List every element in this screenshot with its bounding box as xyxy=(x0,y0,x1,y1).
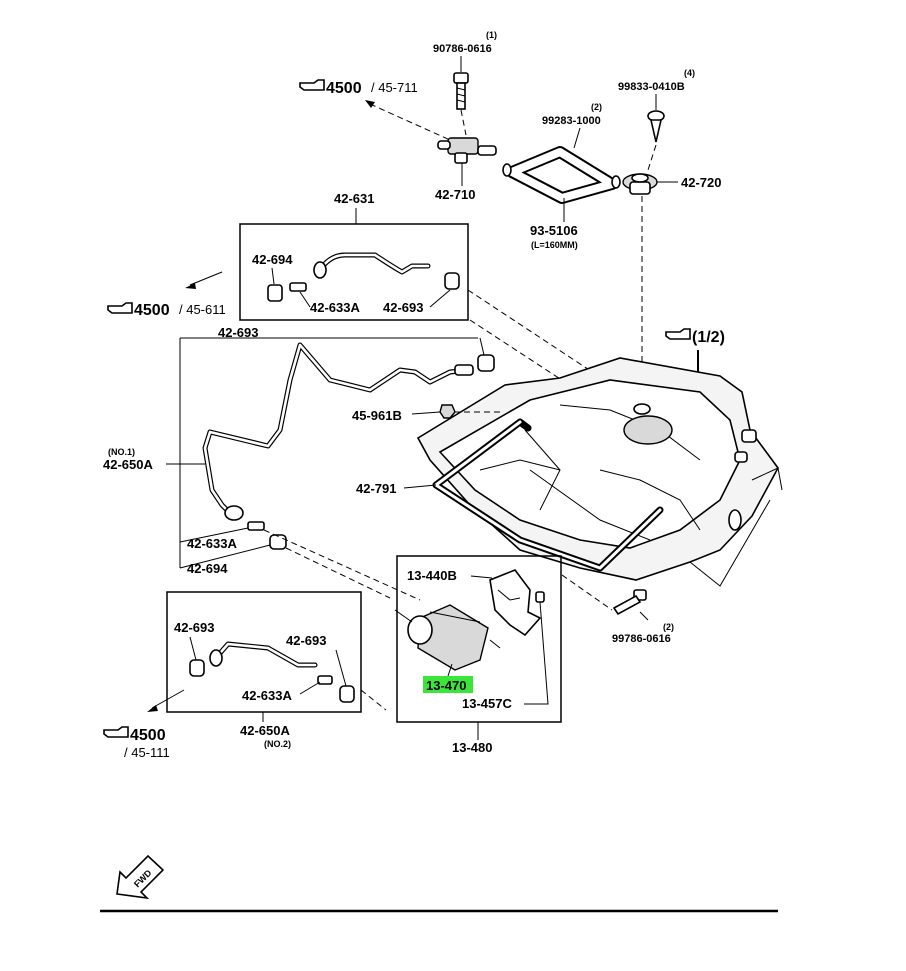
filter-highlight xyxy=(423,676,473,693)
cap-label: 42-720 xyxy=(681,175,721,190)
clip-label: 45-961B xyxy=(352,408,402,423)
box1-grommet xyxy=(267,284,283,302)
ref-mid-sub: / 45-611 xyxy=(179,302,226,317)
box1-clip xyxy=(289,282,307,292)
main-grommet-694 xyxy=(269,534,287,550)
main-clip-633a xyxy=(247,521,265,531)
bracket-label: 13-440B xyxy=(407,568,457,583)
pipe-42-650a-no1 xyxy=(202,342,474,521)
bolt-top-part: 90786-0616 xyxy=(433,43,492,55)
box-13-480 xyxy=(396,555,562,723)
box3-cap xyxy=(339,685,355,703)
screw-part: 99833-0410B xyxy=(618,81,685,93)
pointing-hand-icon xyxy=(299,79,325,91)
hose-length: (L=160MM) xyxy=(531,240,578,250)
valve-label: 42-710 xyxy=(435,187,475,202)
filter-label: 13-470 xyxy=(426,678,466,693)
bolt-99786-0616 xyxy=(612,589,647,616)
no1-label: (NO.1) xyxy=(108,447,135,457)
main-cap-693 xyxy=(477,354,495,372)
ref-top-sub: / 45-711 xyxy=(371,80,418,95)
screw-qty: (4) xyxy=(684,68,695,78)
box-42-650a-no2 xyxy=(166,591,362,713)
ref-bot-sub: / 45-111 xyxy=(124,745,170,760)
box3-label-693a: 42-693 xyxy=(174,620,214,635)
box3-clip xyxy=(317,675,333,685)
main-label-633a: 42-633A xyxy=(187,536,237,551)
fuel-tank xyxy=(416,357,783,587)
pointing-hand-icon xyxy=(107,302,133,314)
box3-grommet xyxy=(189,659,205,677)
box1-label-694: 42-694 xyxy=(252,252,293,267)
bolt-bot-part: 99786-0616 xyxy=(612,633,671,645)
ref-bot-main: 4500 xyxy=(130,727,166,744)
screw-99833-0410b xyxy=(647,110,665,143)
check-valve-42-710 xyxy=(437,137,497,164)
fwd-arrow-icon: FWD xyxy=(116,854,165,900)
box1-label-693: 42-693 xyxy=(383,300,423,315)
filler-cap-42-720 xyxy=(622,173,658,195)
pipe-650a-label: 42-650A xyxy=(103,457,153,472)
strap-42-791 xyxy=(432,418,664,572)
clamp-label: 13-457C xyxy=(462,696,512,711)
bracket-13-440b xyxy=(489,569,545,637)
pipe-42-650a-no2 xyxy=(209,641,318,668)
hose-93-5106 xyxy=(502,146,621,204)
ref-top-main: 4500 xyxy=(326,80,362,97)
strap-label: 42-791 xyxy=(356,481,396,496)
pointing-hand-icon xyxy=(103,726,129,738)
fuel-filter-13-470 xyxy=(394,604,501,671)
hose-clip-qty: (2) xyxy=(591,102,602,112)
ref-mid-main: 4500 xyxy=(134,302,170,319)
box3-label-633a: 42-633A xyxy=(242,688,292,703)
main-label-693: 42-693 xyxy=(218,325,258,340)
main-label-694: 42-694 xyxy=(187,561,228,576)
hose-clip-part: 99283-1000 xyxy=(542,115,601,127)
box1-title: 42-631 xyxy=(334,191,374,206)
bolt-90786-0616 xyxy=(453,72,469,110)
hose-part: 93-5106 xyxy=(530,223,578,238)
box3-label-650a: 42-650A xyxy=(240,723,290,738)
pointing-hand-icon xyxy=(665,328,691,340)
assy-label: 13-480 xyxy=(452,740,492,755)
bolt-bot-qty: (2) xyxy=(663,622,674,632)
half-ref: (1/2) xyxy=(692,329,725,346)
pipe-42-631 xyxy=(313,252,431,279)
bolt-top-qty: (1) xyxy=(486,30,497,40)
box1-cap xyxy=(444,272,460,290)
box-42-631 xyxy=(239,223,469,321)
box1-label-633a: 42-633A xyxy=(310,300,360,315)
no2-label: (NO.2) xyxy=(264,739,291,749)
box3-label-693b: 42-693 xyxy=(286,633,326,648)
